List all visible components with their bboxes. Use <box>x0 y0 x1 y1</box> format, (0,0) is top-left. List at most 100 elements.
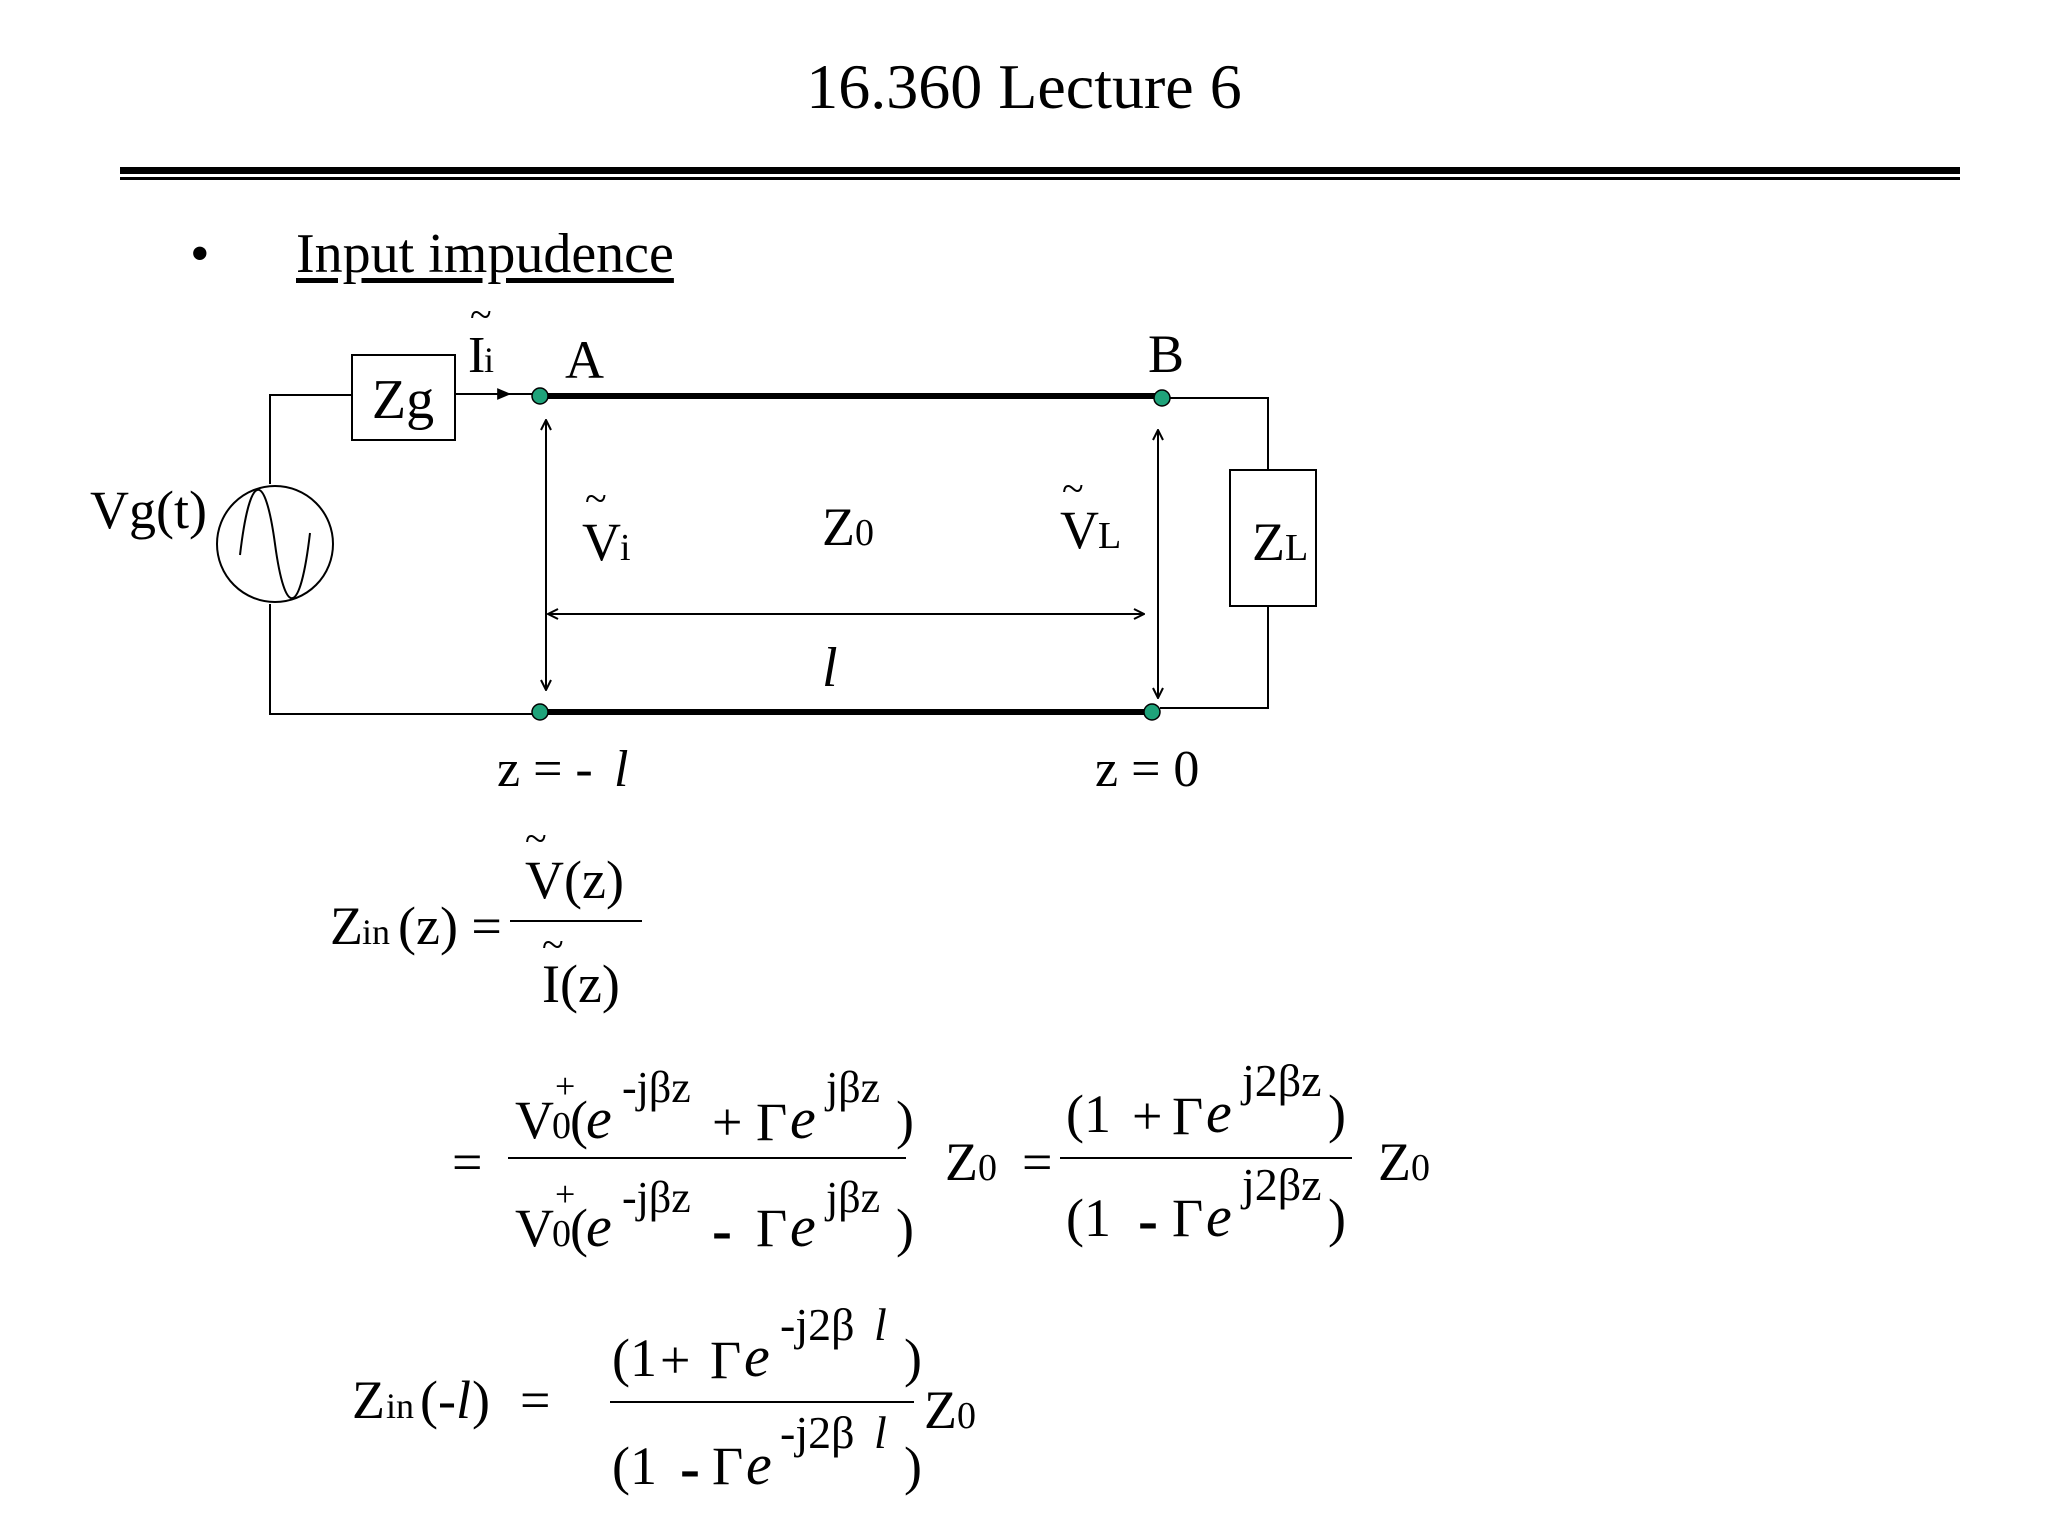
eq2-z0-1: Z <box>945 1132 978 1192</box>
eq2-den2-open: (1 <box>1066 1188 1111 1248</box>
terminal-a-top <box>531 387 549 405</box>
eq2-den2-minus: - <box>1138 1187 1158 1253</box>
eq1-lhs: Z <box>330 896 363 956</box>
eq2-num-close: ) <box>896 1090 914 1150</box>
eq2-z0-1-sub: 0 <box>978 1147 997 1189</box>
eq2-num-plus: + <box>712 1092 742 1152</box>
eq3-lhs-close: ) <box>472 1370 490 1430</box>
eq2-den-gamma: Γ <box>756 1198 787 1258</box>
eq2-den2-close: ) <box>1328 1188 1346 1248</box>
equation-zin-expanded: = + V 0 ( e -jβz + Γ e jβz ) + V 0 ( e -… <box>452 1055 1430 1263</box>
eq1-numerator: V(z) <box>525 850 624 910</box>
eq2-z0-2-sub: 0 <box>1411 1147 1430 1189</box>
zl-symbol: Z <box>1252 512 1285 572</box>
eq3-num-close: ) <box>904 1328 922 1388</box>
eq3-num-exp: -j2β <box>780 1299 855 1350</box>
eq3-num-exp-var: l <box>874 1299 887 1350</box>
eq3-den-exp: -j2β <box>780 1407 855 1458</box>
eq2-z0-2: Z <box>1378 1132 1411 1192</box>
eq2-den-exp2: jβz <box>824 1173 880 1222</box>
eq3-num-open: (1 <box>612 1328 657 1388</box>
z-right-label: z = 0 <box>1095 741 1199 798</box>
z-left-label: z = - <box>497 741 606 798</box>
vi-tilde: ~ <box>585 476 607 521</box>
current-subscript: i <box>484 340 494 380</box>
eq2-den-amp-sub: 0 <box>552 1213 571 1255</box>
eq2-den-minus: - <box>712 1197 732 1263</box>
equation-zin-definition: Z in (z) = ~ V(z) ~ I(z) <box>330 816 642 1014</box>
eq2-num2-exp: j2βz <box>1240 1055 1322 1106</box>
vi-symbol: V <box>582 512 621 572</box>
eq2-den-open: ( <box>570 1198 588 1258</box>
eq3-z0-sub: 0 <box>957 1395 976 1437</box>
zg-box <box>351 354 456 441</box>
eq2-den-e1: e <box>586 1194 612 1259</box>
eq1-den-tilde: ~ <box>542 922 564 967</box>
eq2-den-plus-sup: + <box>555 1174 575 1214</box>
eq3-num-plus: + <box>660 1330 690 1390</box>
load-top-wire <box>1162 397 1269 470</box>
vl-subscript: L <box>1098 515 1121 557</box>
zl-box <box>1229 469 1317 607</box>
eq2-num2-open: (1 <box>1066 1084 1111 1144</box>
zl-subscript: L <box>1285 527 1308 569</box>
eq3-lhs: Z <box>352 1370 385 1430</box>
eq3-den-close: ) <box>904 1436 922 1496</box>
eq2-num-exp2: jβz <box>824 1063 880 1112</box>
eq2-num-e2: e <box>790 1086 816 1151</box>
eq3-lhs-sub: in <box>386 1386 414 1426</box>
eq3-den-gamma: Γ <box>712 1436 743 1496</box>
load-bottom-wire <box>1160 606 1269 709</box>
source-top-wire <box>269 394 352 484</box>
slide-title: 16.360 Lecture 6 <box>806 51 1242 122</box>
eq2-den-amp: V <box>515 1198 554 1258</box>
eq2-den2-gamma: Γ <box>1172 1188 1203 1248</box>
eq2-num2-e: e <box>1206 1080 1232 1145</box>
title-rule-thin <box>120 177 1960 180</box>
eq2-num-open: ( <box>570 1090 588 1150</box>
section-heading: Input impudence <box>296 223 674 285</box>
bullet-icon: • <box>190 223 210 285</box>
terminal-b-top <box>1153 389 1171 407</box>
eq1-lhs-arg: (z) = <box>398 896 502 956</box>
eq2-equals-2: = <box>1022 1132 1052 1192</box>
eq3-num-e: e <box>744 1324 770 1389</box>
eq2-num-exp1: -jβz <box>622 1063 691 1112</box>
eq2-num-amp: V <box>515 1090 554 1150</box>
eq2-num2-close: ) <box>1328 1084 1346 1144</box>
eq3-den-minus: - <box>680 1435 700 1501</box>
point-a-label: A <box>565 330 604 390</box>
z-left-var: l <box>614 741 628 798</box>
eq2-equals: = <box>452 1132 482 1192</box>
vl-symbol: V <box>1060 500 1099 560</box>
eq3-den-e: e <box>746 1432 772 1497</box>
terminal-a-bottom <box>531 703 549 721</box>
eq2-num2-plus: + <box>1132 1086 1162 1146</box>
terminal-b-bottom <box>1143 703 1161 721</box>
eq2-den2-exp: j2βz <box>1240 1159 1322 1210</box>
eq1-denominator: I(z) <box>542 954 620 1014</box>
length-label: l <box>822 637 838 699</box>
circuit-diagram: Zg Vg(t) ~ I i A B Z L ~ V i <box>90 292 1317 798</box>
eq2-num-amp-sub: 0 <box>552 1105 571 1147</box>
eq3-lhs-var: l <box>456 1370 471 1430</box>
current-tilde: ~ <box>470 292 492 337</box>
eq1-lhs-sub: in <box>362 912 390 952</box>
current-symbol: I <box>468 327 485 384</box>
eq2-num-e1: e <box>586 1086 612 1151</box>
point-b-label: B <box>1148 324 1184 384</box>
eq1-num-tilde: ~ <box>525 816 547 861</box>
ac-source-icon <box>216 485 334 603</box>
vi-subscript: i <box>620 527 631 569</box>
eq3-den-exp-var: l <box>874 1407 887 1458</box>
z0-subscript: 0 <box>855 512 874 554</box>
source-label: Vg(t) <box>90 480 207 540</box>
eq3-z0: Z <box>924 1380 957 1440</box>
eq2-num-plus-sup: + <box>555 1066 575 1106</box>
eq2-num2-gamma: Γ <box>1172 1086 1203 1146</box>
eq3-num-gamma: Γ <box>710 1330 741 1390</box>
eq3-den-open: (1 <box>612 1436 657 1496</box>
source-bottom-wire <box>269 604 540 715</box>
equation-zin-at-input: Z in (- l ) = (1 + Γ e -j2β l ) (1 - Γ e… <box>352 1299 976 1501</box>
